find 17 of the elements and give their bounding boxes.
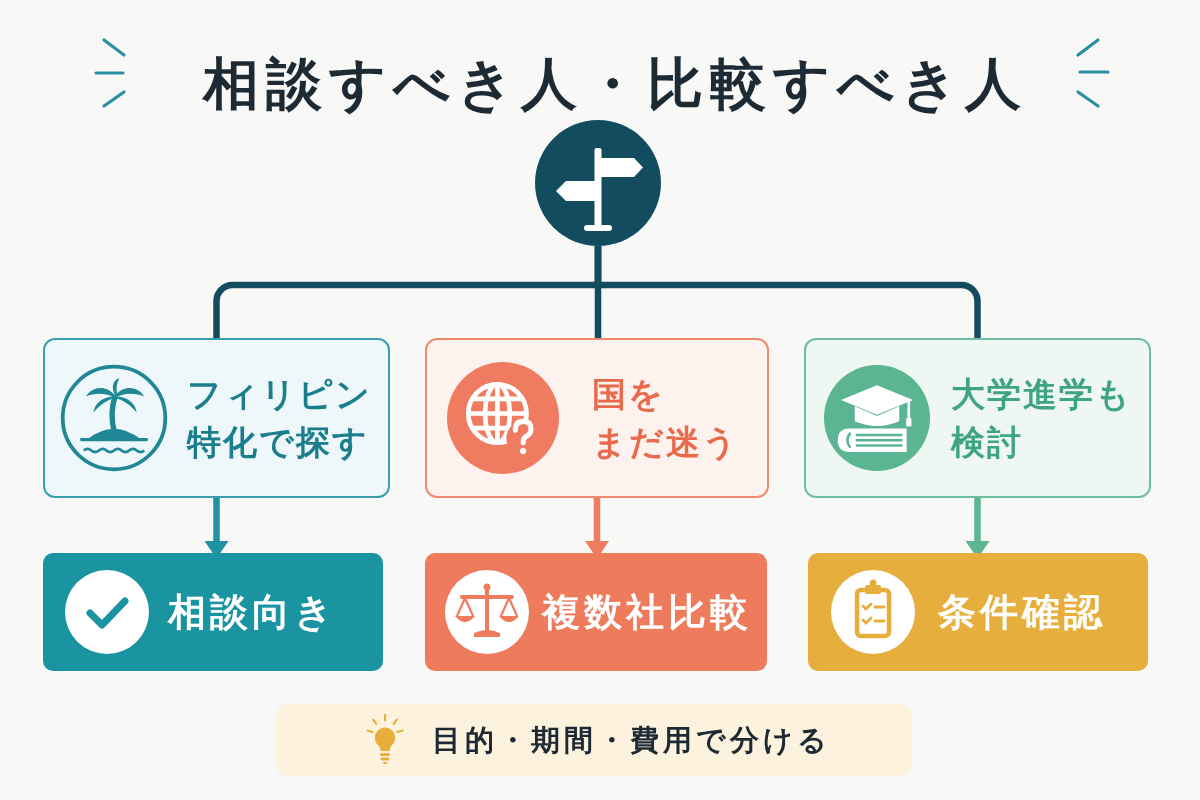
result-text: 条件確認 <box>938 589 1106 636</box>
result-card <box>43 553 383 671</box>
tip-text: 目的・期間・費用で分ける <box>432 722 831 759</box>
card-text: 大学進学も検討 <box>951 373 1132 464</box>
choice-card <box>804 338 1151 498</box>
tip-banner <box>276 704 912 776</box>
connector-line <box>594 246 981 338</box>
card-text: フィリピン特化で探す <box>187 373 372 464</box>
choice-card <box>425 338 769 498</box>
choice-card <box>43 338 390 498</box>
result-text: 複数社比較 <box>542 589 752 636</box>
result-text: 相談向き <box>168 589 337 636</box>
result-card <box>808 553 1148 671</box>
signpost-icon <box>535 120 661 246</box>
card-text: 国をまだ迷う <box>592 373 739 464</box>
diagram-title: 相談すべき人・比較すべき人 <box>202 50 1028 118</box>
result-card <box>425 553 767 671</box>
